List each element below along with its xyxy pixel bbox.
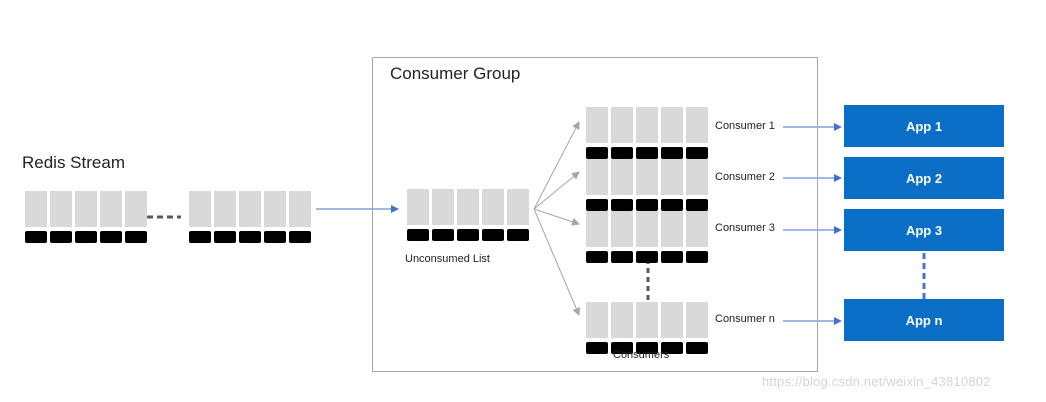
group-title: Consumer Group xyxy=(390,64,521,83)
entry-id-cell xyxy=(586,342,608,354)
fanout-arrow-2 xyxy=(533,171,580,210)
entry-id-cell xyxy=(75,231,97,243)
entry-id-cell xyxy=(686,147,708,159)
consumer-label-3: Consumer 3 xyxy=(715,222,775,234)
app-box-2: App 2 xyxy=(844,157,1004,199)
entry-cell xyxy=(432,189,454,225)
entry-id-cell xyxy=(25,231,47,243)
entry-cell xyxy=(686,302,708,338)
watermark: https://blog.csdn.net/weixin_43810802 xyxy=(762,374,991,389)
entry-cell xyxy=(189,191,211,227)
entry-cell xyxy=(75,191,97,227)
entry-cell xyxy=(586,107,608,143)
entry-id-cell xyxy=(611,147,633,159)
app-box-n: App n xyxy=(844,299,1004,341)
unconsumed-list-label: Unconsumed List xyxy=(405,253,490,265)
entry-id-cell xyxy=(611,199,633,211)
entry-id-cell xyxy=(586,199,608,211)
app-label-n: App n xyxy=(905,312,943,328)
entry-id-cell xyxy=(239,231,261,243)
entry-id-cell xyxy=(686,342,708,354)
entry-cell xyxy=(125,191,147,227)
entry-id-cell xyxy=(636,251,658,263)
entry-cell xyxy=(636,159,658,195)
entry-id-cell xyxy=(661,199,683,211)
entry-id-cell xyxy=(686,199,708,211)
entry-id-cell xyxy=(264,231,286,243)
entry-id-cell xyxy=(432,229,454,241)
entry-cell xyxy=(264,191,286,227)
consumers-caption: Consumers xyxy=(613,349,670,361)
entry-cell xyxy=(611,211,633,247)
entry-cell xyxy=(636,211,658,247)
entry-id-cell xyxy=(407,229,429,241)
entry-id-cell xyxy=(661,147,683,159)
entry-id-cell xyxy=(189,231,211,243)
entry-cell xyxy=(482,189,504,225)
app-label-2: App 2 xyxy=(905,170,943,186)
entry-cell xyxy=(586,159,608,195)
entry-cell xyxy=(661,302,683,338)
entry-cell xyxy=(686,159,708,195)
entry-id-cell xyxy=(214,231,236,243)
entry-cell xyxy=(507,189,529,225)
entry-cell xyxy=(661,211,683,247)
entry-cell xyxy=(661,107,683,143)
entry-id-cell xyxy=(457,229,479,241)
entry-cell xyxy=(100,191,122,227)
app-label-3: App 3 xyxy=(905,222,943,238)
entry-id-cell xyxy=(507,229,529,241)
entry-id-cell xyxy=(50,231,72,243)
entry-id-cell xyxy=(636,147,658,159)
entry-id-cell xyxy=(611,342,633,354)
entry-cell xyxy=(25,191,47,227)
entry-id-cell xyxy=(482,229,504,241)
entry-cell xyxy=(586,302,608,338)
entry-cell xyxy=(214,191,236,227)
entry-id-cell xyxy=(636,199,658,211)
entry-id-cell xyxy=(586,251,608,263)
entry-cell xyxy=(636,302,658,338)
entry-id-cell xyxy=(611,251,633,263)
consumer-group-box xyxy=(372,57,818,372)
entry-cell xyxy=(636,107,658,143)
entry-cell xyxy=(50,191,72,227)
entry-cell xyxy=(611,159,633,195)
entry-cell xyxy=(686,211,708,247)
entry-id-cell xyxy=(586,147,608,159)
consumer-label-n: Consumer n xyxy=(715,313,775,325)
entry-cell xyxy=(661,159,683,195)
entry-cell xyxy=(586,211,608,247)
app-box-1: App 1 xyxy=(844,105,1004,147)
entry-id-cell xyxy=(125,231,147,243)
entry-id-cell xyxy=(636,342,658,354)
fanout-arrow-n xyxy=(533,208,580,316)
entry-id-cell xyxy=(661,342,683,354)
entry-id-cell xyxy=(686,251,708,263)
consumer-label-2: Consumer 2 xyxy=(715,171,775,183)
entry-cell xyxy=(457,189,479,225)
entry-cell xyxy=(611,107,633,143)
stream-title: Redis Stream xyxy=(22,153,125,172)
entry-id-cell xyxy=(100,231,122,243)
app-label-1: App 1 xyxy=(905,118,943,134)
fanout-arrow-1 xyxy=(533,121,580,210)
fanout-arrow-3 xyxy=(533,208,580,226)
entry-cell xyxy=(239,191,261,227)
entry-id-cell xyxy=(661,251,683,263)
entry-cell xyxy=(611,302,633,338)
entry-cell xyxy=(686,107,708,143)
entry-id-cell xyxy=(289,231,311,243)
consumer-label-1: Consumer 1 xyxy=(715,120,775,132)
entry-cell xyxy=(407,189,429,225)
app-box-3: App 3 xyxy=(844,209,1004,251)
entry-cell xyxy=(289,191,311,227)
